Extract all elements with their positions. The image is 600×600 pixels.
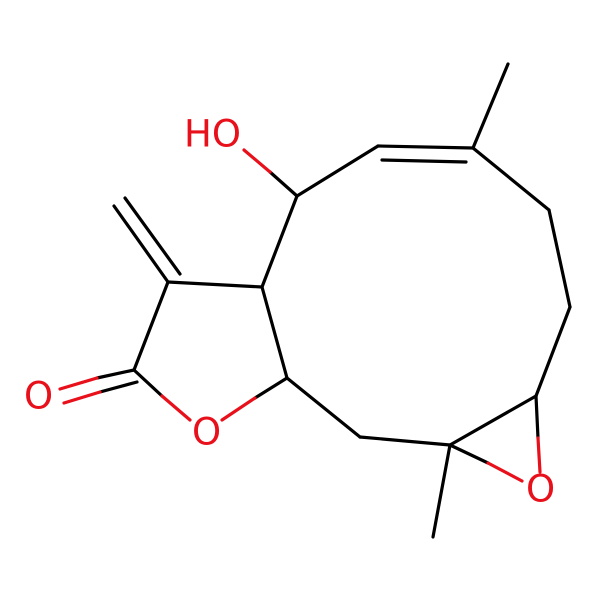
bond-cc-double-b [380, 158, 468, 164]
bond-methyl-bottom [431, 443, 452, 539]
bond-ring-2 [471, 146, 551, 212]
bond-ring-5 [358, 435, 452, 447]
bond-fusion [260, 285, 289, 380]
epoxide-oxygen-label: O [526, 468, 555, 511]
bond-epoxide-o-right-carbon [534, 394, 540, 440]
bond-lactone-oc-carbon [253, 376, 289, 400]
bond-lactone-2 [132, 280, 170, 372]
ring-oxygen-label: O [192, 411, 221, 454]
bond-lactone-1 [166, 280, 264, 289]
bond-co-double-a-oxygen [58, 376, 99, 391]
bond-epoxide-o-left-carbon [448, 443, 490, 465]
bond-c-oh-carbon-half [268, 170, 299, 198]
carbon-skeleton [112, 62, 572, 539]
bond-methylene-b [123, 196, 182, 276]
bond-methylene-a [112, 204, 170, 284]
bond-c-oh-oxygen-half [242, 148, 272, 174]
hydroxyl-label: HO [184, 113, 241, 156]
bond-co-double-a-carbon [95, 368, 136, 380]
bond-cc-double-a [376, 144, 475, 150]
bond-co-double-b-oxygen [62, 390, 102, 405]
bond-ring-7 [260, 194, 299, 289]
bond-ring-6 [285, 376, 362, 439]
bond-ring-4 [534, 305, 572, 398]
bond-ring-3 [547, 208, 572, 309]
bond-lactone-co-carbon [132, 368, 164, 398]
bond-epoxide-cc [448, 394, 538, 447]
bond-co-double-b-carbon [98, 380, 139, 394]
bond-methyl-top [471, 62, 510, 150]
bond-ring-1 [295, 144, 380, 198]
carbonyl-oxygen-label: O [24, 375, 53, 418]
bond-epoxide-o-right-oxygen [536, 436, 542, 474]
bond-lactone-oc-oxygen [220, 396, 257, 422]
atom-labels: HO O O O [24, 113, 555, 511]
bond-epoxide-o-left-oxygen [486, 461, 524, 483]
bond-lactone-co-oxygen [160, 394, 192, 422]
heteroatom-bonds [58, 148, 542, 483]
